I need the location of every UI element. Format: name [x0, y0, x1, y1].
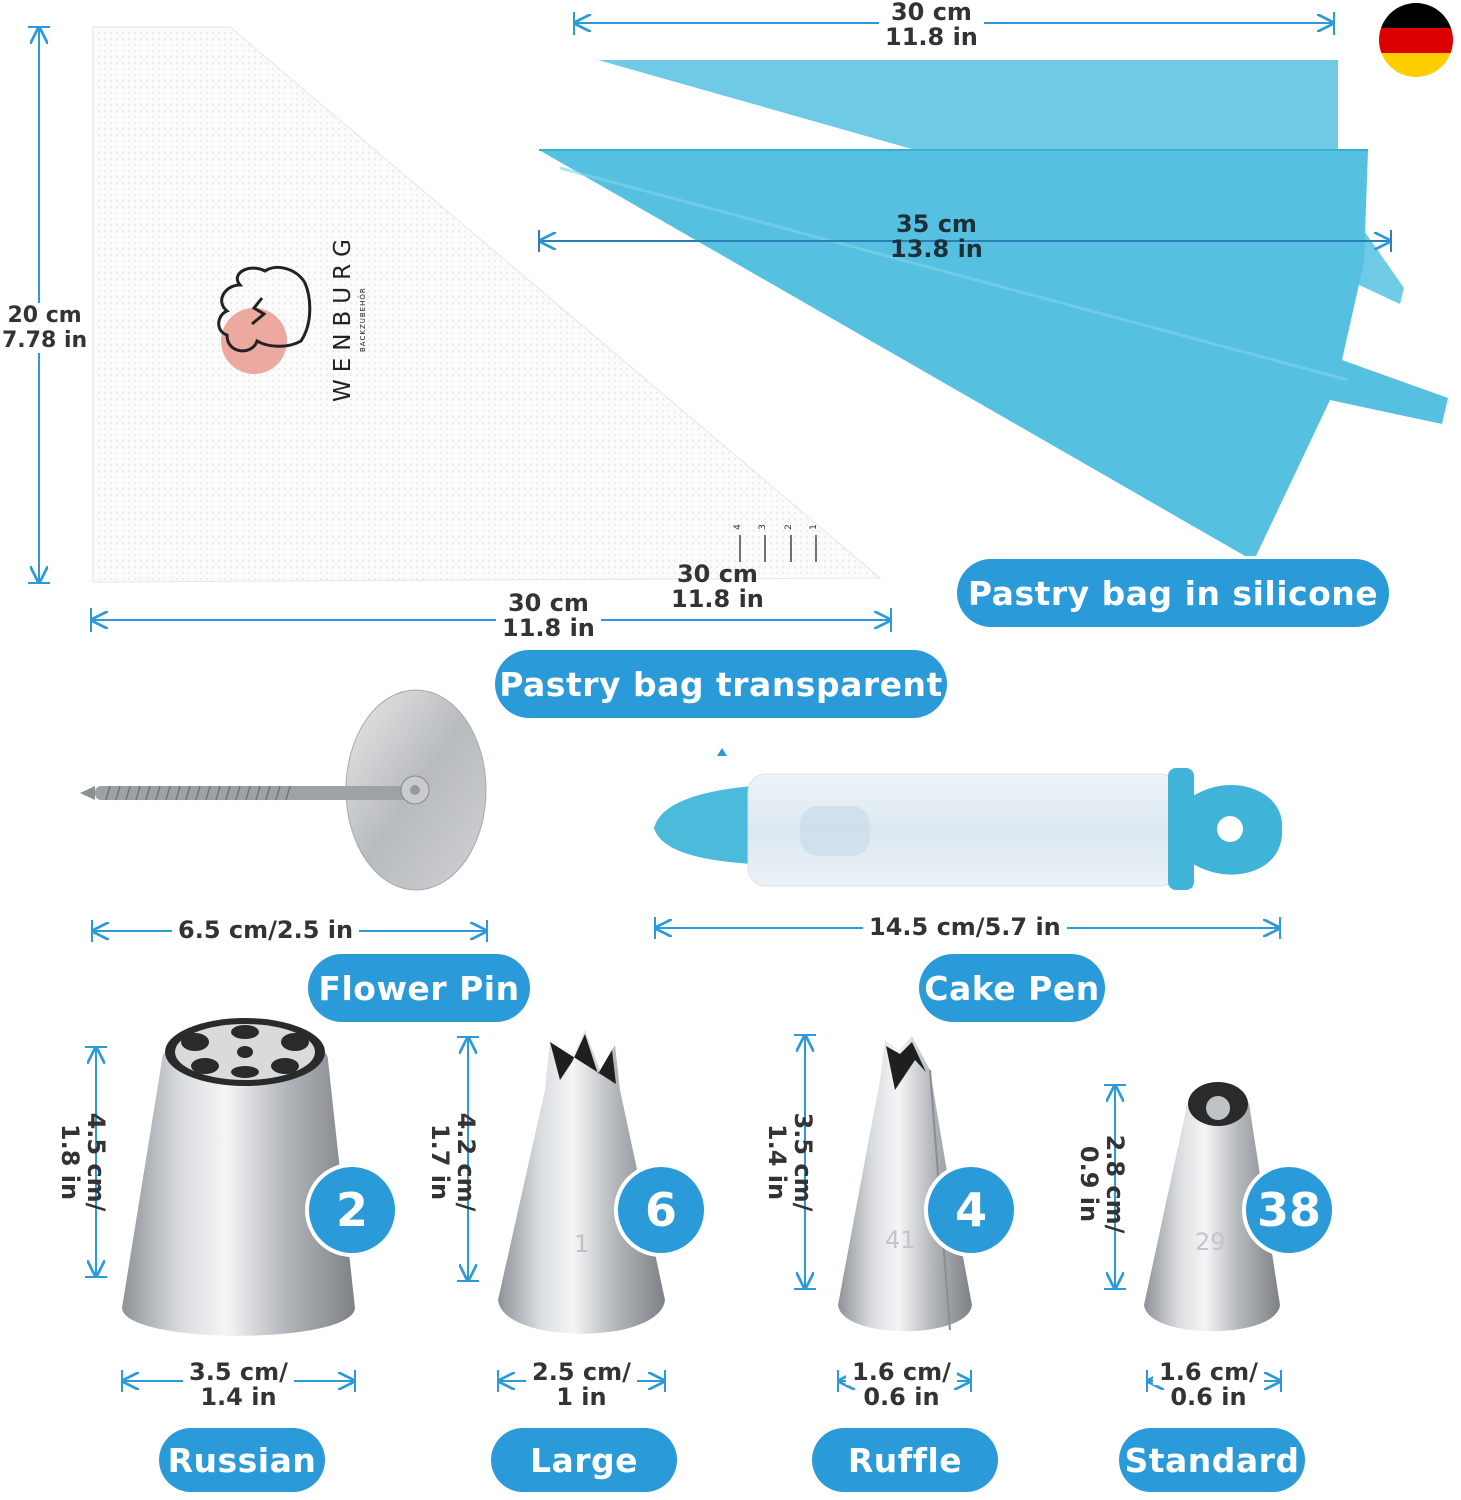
standard-height-cm: 2.8 cm/ [1101, 1134, 1129, 1234]
ruffle-width-cm: 1.6 cm/ [846, 1360, 957, 1385]
standard-width-cm: 1.6 cm/ [1153, 1360, 1264, 1385]
standard-nozzle-image [1144, 1082, 1280, 1332]
cut-mark-3: 3 [757, 524, 768, 530]
large-width-in: 1 in [556, 1383, 607, 1411]
len-in: 13.8 in [890, 235, 983, 263]
wenburg-logo-icon [217, 266, 312, 374]
silicone-pastry-bags [539, 60, 1448, 556]
height-cm: 20 cm [7, 303, 82, 328]
russian-width-label: 3.5 cm/ 1.4 in [183, 1360, 294, 1410]
large-nozzle-stamp: 1 [574, 1230, 590, 1258]
transparent-pastry-bag [92, 26, 882, 583]
width-cm: 30 cm [507, 589, 589, 617]
large-width-cm: 2.5 cm/ [526, 1360, 637, 1385]
len-cm: 35 cm [895, 210, 977, 238]
ruffle-height-label: 3.5 cm/ 1.4 in [763, 1107, 817, 1217]
large-height-cm: 4.2 cm/ [452, 1112, 480, 1212]
transparent-bag-height-label: 20 cm 7.78 in [0, 303, 90, 353]
russian-height-in: 1.8 in [56, 1123, 84, 1201]
cut-mark-4: 4 [732, 524, 743, 530]
cut-mark-2: 2 [783, 524, 794, 530]
russian-height-cm: 4.5 cm/ [82, 1112, 110, 1212]
silicone-bag-length-label: 35 cm 13.8 in [890, 212, 983, 262]
cake-pen-label: Cake Pen [919, 954, 1105, 1022]
height-in: 7.78 in [2, 328, 88, 353]
standard-count-badge: 38 [1242, 1163, 1336, 1257]
flower-pin-image [80, 689, 487, 891]
russian-width-cm: 3.5 cm/ [183, 1360, 294, 1385]
transparent-bag-width-label: 30 cm 11.8 in [496, 591, 601, 641]
ruffle-width-label: 1.6 cm/ 0.6 in [846, 1360, 957, 1410]
cut-marks [739, 535, 817, 562]
transparent-bag-cut-label: 30 cm 11.8 in [671, 562, 764, 612]
large-height-in: 1.7 in [426, 1123, 454, 1201]
ruffle-count-badge: 4 [924, 1163, 1018, 1257]
large-height-label: 4.2 cm/ 1.7 in [426, 1107, 480, 1217]
standard-nozzle-stamp: 29 [1195, 1228, 1226, 1256]
brand-name: WENBURG [330, 232, 356, 402]
ruffle-height-in: 1.4 in [763, 1123, 791, 1201]
large-nozzle-image [498, 1030, 665, 1334]
ruffle-height-cm: 3.5 cm/ [789, 1112, 817, 1212]
cut-in: 11.8 in [671, 585, 764, 613]
standard-width-label: 1.6 cm/ 0.6 in [1153, 1360, 1264, 1410]
transparent-bag-label: Pastry bag transparent [495, 650, 947, 718]
ruffle-label: Ruffle [812, 1428, 998, 1492]
cut-cm: 30 cm [676, 560, 758, 588]
large-count-badge: 6 [614, 1163, 708, 1257]
cake-pen-image [654, 768, 1283, 890]
large-width-label: 2.5 cm/ 1 in [526, 1360, 637, 1410]
ruffle-nozzle-stamp: 41 [885, 1226, 916, 1254]
russian-label: Russian [159, 1428, 325, 1492]
large-label: Large [491, 1428, 677, 1492]
russian-nozzle-image [122, 1018, 355, 1336]
cake-pen-size: 14.5 cm/5.7 in [863, 915, 1067, 940]
standard-label: Standard [1119, 1428, 1305, 1492]
silicone-bag-top-label: 30 cm 11.8 in [879, 0, 984, 50]
standard-width-in: 0.6 in [1170, 1383, 1247, 1411]
flower-pin-size: 6.5 cm/2.5 in [172, 918, 360, 943]
russian-height-label: 4.5 cm/ 1.8 in [56, 1107, 110, 1217]
width-in: 11.8 in [502, 614, 595, 642]
russian-count-badge: 2 [305, 1163, 399, 1257]
pointer-icon [717, 748, 727, 756]
flower-pin-label: Flower Pin [308, 954, 530, 1022]
russian-width-in: 1.4 in [200, 1383, 277, 1411]
top-cm: 30 cm [890, 0, 972, 26]
cut-mark-1: 1 [808, 524, 819, 530]
german-flag-icon [1379, 3, 1453, 77]
ruffle-width-in: 0.6 in [863, 1383, 940, 1411]
standard-height-in: 0.9 in [1075, 1145, 1103, 1223]
top-in: 11.8 in [885, 23, 978, 51]
silicone-bag-label: Pastry bag in silicone [957, 559, 1389, 627]
standard-height-label: 2.8 cm/ 0.9 in [1075, 1129, 1129, 1239]
brand-tagline: BACKZUBEHÖR [359, 287, 367, 352]
